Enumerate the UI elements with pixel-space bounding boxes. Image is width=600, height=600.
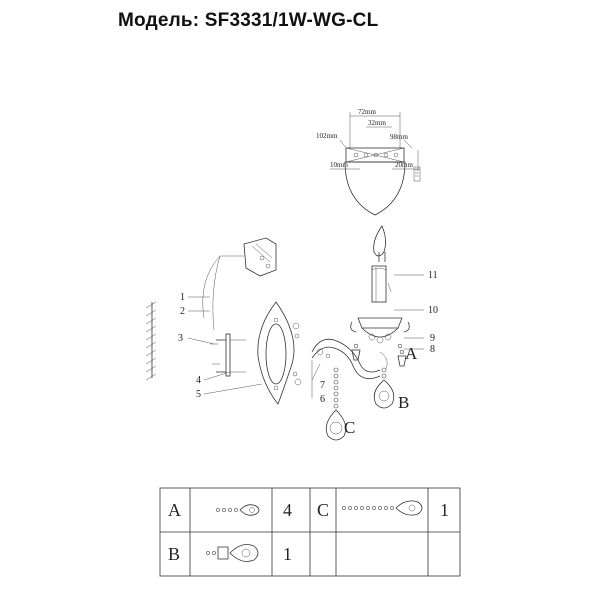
chandelier-arm — [311, 338, 388, 380]
table-qty-b: 1 — [283, 544, 292, 564]
callout-1: 1 — [180, 292, 185, 303]
bulb — [373, 225, 386, 262]
mounting-bracket — [210, 333, 246, 377]
callout-9: 9 — [430, 333, 435, 344]
model-title: Модель: SF3331/1W-WG-CL — [118, 10, 379, 31]
dim-inner-width: 32mm — [368, 119, 386, 127]
table-qty-c: 1 — [440, 500, 449, 520]
table-icon-crystal-b — [206, 544, 259, 562]
dim-right-height: 98mm — [390, 133, 408, 141]
callout-10: 10 — [428, 305, 438, 316]
table-letter-b: B — [168, 544, 180, 564]
callout-leaders — [187, 274, 424, 398]
table-icon-crystal-a — [216, 504, 260, 516]
callout-11: 11 — [428, 270, 438, 281]
callout-7: 7 — [320, 380, 325, 391]
callout-8: 8 — [430, 344, 435, 355]
callout-6: 6 — [320, 394, 325, 405]
back-plate — [257, 301, 302, 405]
table-icon-crystal-c — [342, 500, 423, 516]
table-letter-a: A — [168, 500, 181, 520]
callout-3: 3 — [178, 333, 183, 344]
wall-hatching — [145, 301, 157, 381]
lamp-shade — [344, 147, 406, 216]
dim-top-width: 72mm — [358, 108, 376, 116]
label-crystal-b: B — [398, 393, 409, 412]
candle-tube — [371, 265, 392, 303]
callout-4: 4 — [196, 375, 201, 386]
callout-2: 2 — [180, 306, 185, 317]
table-qty-a: 4 — [283, 500, 292, 520]
detail-magnifier — [202, 237, 277, 331]
parts-table — [159, 487, 461, 577]
dim-bottom-right: 20mm — [395, 161, 413, 169]
label-crystal-c: C — [344, 418, 355, 437]
table-letter-c: C — [317, 500, 329, 520]
dim-height: 102mm — [316, 132, 338, 140]
dim-bottom-left: 10mm — [330, 161, 348, 169]
callout-5: 5 — [196, 389, 201, 400]
label-crystal-a: A — [405, 344, 418, 363]
crystal-a — [351, 343, 407, 367]
dimension-lines — [330, 112, 421, 182]
candle-cup — [350, 317, 410, 344]
crystal-c — [325, 367, 347, 441]
crystal-b — [373, 367, 395, 409]
